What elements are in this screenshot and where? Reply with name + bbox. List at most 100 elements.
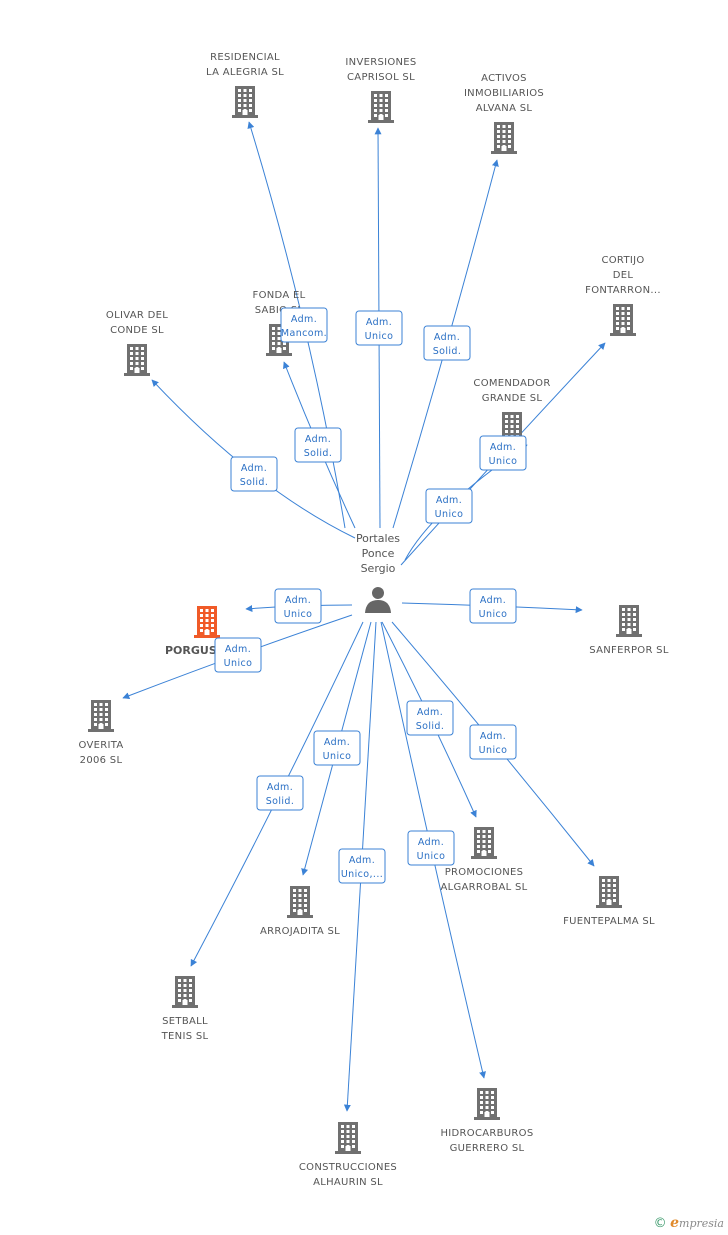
edge-badge-label: Adm.	[436, 495, 462, 506]
company-label: COMENDADOR	[473, 378, 550, 389]
building-icon[interactable]	[368, 91, 394, 123]
edge-badge-activos[interactable]: Adm. Solid.	[423, 325, 471, 361]
building-icon[interactable]	[474, 1088, 500, 1120]
building-icon[interactable]	[232, 86, 258, 118]
building-icon[interactable]	[491, 122, 517, 154]
company-label: GUERRERO SL	[450, 1143, 525, 1154]
building-icon[interactable]	[471, 827, 497, 859]
edge-badge-label: Unico	[417, 851, 446, 862]
edge-badge-box	[406, 700, 454, 736]
edge-badge-box	[469, 588, 517, 624]
edge-badge-fonda[interactable]: Adm. Solid.	[294, 427, 342, 463]
company-node-arrojadita[interactable]: ARROJADITA SL	[260, 886, 340, 937]
edge-badge-promociones[interactable]: Adm.Solid.	[406, 700, 454, 736]
edge-badge-box	[214, 637, 262, 673]
edge-badge-olivar[interactable]: Adm.Solid.	[230, 456, 278, 492]
building-icon[interactable]	[596, 876, 622, 908]
edge-badge-arrojadita[interactable]: Adm. Unico	[313, 730, 361, 766]
edge-badge-hidrocarburos[interactable]: Adm. Unico	[407, 830, 455, 866]
edge-badge-residencial[interactable]: Adm.Mancom.	[280, 307, 328, 343]
company-label: ALVANA SL	[476, 103, 533, 114]
edge-badge-box	[294, 427, 342, 463]
edge-badge-box	[423, 325, 471, 361]
edge-badge-label: Mancom.	[281, 328, 327, 339]
building-icon[interactable]	[287, 886, 313, 918]
edge-badge-setball[interactable]: Adm. Solid.	[256, 775, 304, 811]
edge-badge-cortijo[interactable]: Adm.Unico	[479, 435, 527, 471]
company-label: OVERITA	[78, 740, 123, 751]
edge-badge-box	[407, 830, 455, 866]
edge-badge-overita[interactable]: Adm. Unico	[214, 637, 262, 673]
edge-badge-box	[479, 435, 527, 471]
edge-badge-box	[274, 588, 322, 624]
edge-badge-label: Adm.	[267, 782, 293, 793]
person-name: Sergio	[361, 562, 396, 575]
edge-badge-construcciones[interactable]: Adm.Unico,...	[338, 848, 386, 884]
building-icon[interactable]	[88, 700, 114, 732]
edge-badge-label: Unico,...	[341, 869, 383, 880]
edge-badge-label: Solid.	[416, 721, 445, 732]
company-label: ARROJADITA SL	[260, 926, 340, 937]
edge-badge-sanferpor[interactable]: Adm.Unico	[469, 588, 517, 624]
edge-badge-fuentepalma[interactable]: Adm. Unico	[469, 724, 517, 760]
edge-badge-label: Adm.	[305, 434, 331, 445]
company-node-porgus[interactable]: PORGUS	[165, 606, 220, 657]
edge-badge-label: Unico	[479, 609, 508, 620]
edge-badge-box	[280, 307, 328, 343]
edge-badge-label: Adm.	[285, 595, 311, 606]
company-label: CORTIJO	[601, 255, 644, 266]
company-label: TENIS SL	[161, 1031, 209, 1042]
edge-badge-label: Solid.	[266, 796, 295, 807]
person-name: Ponce	[362, 547, 395, 560]
company-node-comendador[interactable]: COMENDADOR GRANDE SL	[473, 378, 550, 444]
edge-badge-label: Unico	[435, 509, 464, 520]
edge-badge-label: Adm.	[324, 737, 350, 748]
company-node-sanferpor[interactable]: SANFERPOR SL	[589, 605, 669, 656]
edge-badge-comendador[interactable]: Adm. Unico	[425, 488, 473, 524]
company-label: RESIDENCIAL	[210, 52, 280, 63]
edge-badge-label: Solid.	[433, 346, 462, 357]
building-icon[interactable]	[335, 1122, 361, 1154]
company-label: ALGARROBAL SL	[440, 882, 527, 893]
brand-footer: © empresia	[654, 1215, 724, 1231]
company-label: DEL	[613, 270, 634, 281]
edge-badge-box	[256, 775, 304, 811]
building-icon[interactable]	[616, 605, 642, 637]
building-icon[interactable]	[610, 304, 636, 336]
edge-badge-box	[338, 848, 386, 884]
edge-badge-inversiones[interactable]: Adm.Unico	[355, 310, 403, 346]
person-name: Portales	[356, 532, 400, 545]
company-node-cortijo[interactable]: CORTIJODELFONTARRON...	[585, 255, 661, 336]
edge-badge-label: Unico	[224, 658, 253, 669]
edge-badge-label: Solid.	[304, 448, 333, 459]
edge-badge-label: Adm.	[434, 332, 460, 343]
building-icon[interactable]	[194, 606, 220, 638]
brand-initial: e	[670, 1215, 680, 1231]
edge-badge-label: Adm.	[480, 731, 506, 742]
company-label: GRANDE SL	[482, 393, 543, 404]
company-label: HIDROCARBUROS	[440, 1128, 533, 1139]
edge-badge-label: Unico	[489, 456, 518, 467]
edge-badge-label: Adm.	[225, 644, 251, 655]
edge-badge-label: Unico	[479, 745, 508, 756]
company-node-fuentepalma[interactable]: FUENTEPALMA SL	[563, 876, 655, 927]
edge-badge-label: Adm.	[418, 837, 444, 848]
copyright-symbol: ©	[653, 1216, 667, 1231]
company-node-hidrocarburos[interactable]: HIDROCARBUROS GUERRERO SL	[440, 1088, 533, 1154]
building-icon[interactable]	[124, 344, 150, 376]
edge-badge-label: Unico	[323, 751, 352, 762]
company-label: PORGUS	[165, 644, 217, 657]
edge-badge-porgus[interactable]: Adm. Unico	[274, 588, 322, 624]
edge-badge-label: Unico	[284, 609, 313, 620]
building-icon[interactable]	[172, 976, 198, 1008]
